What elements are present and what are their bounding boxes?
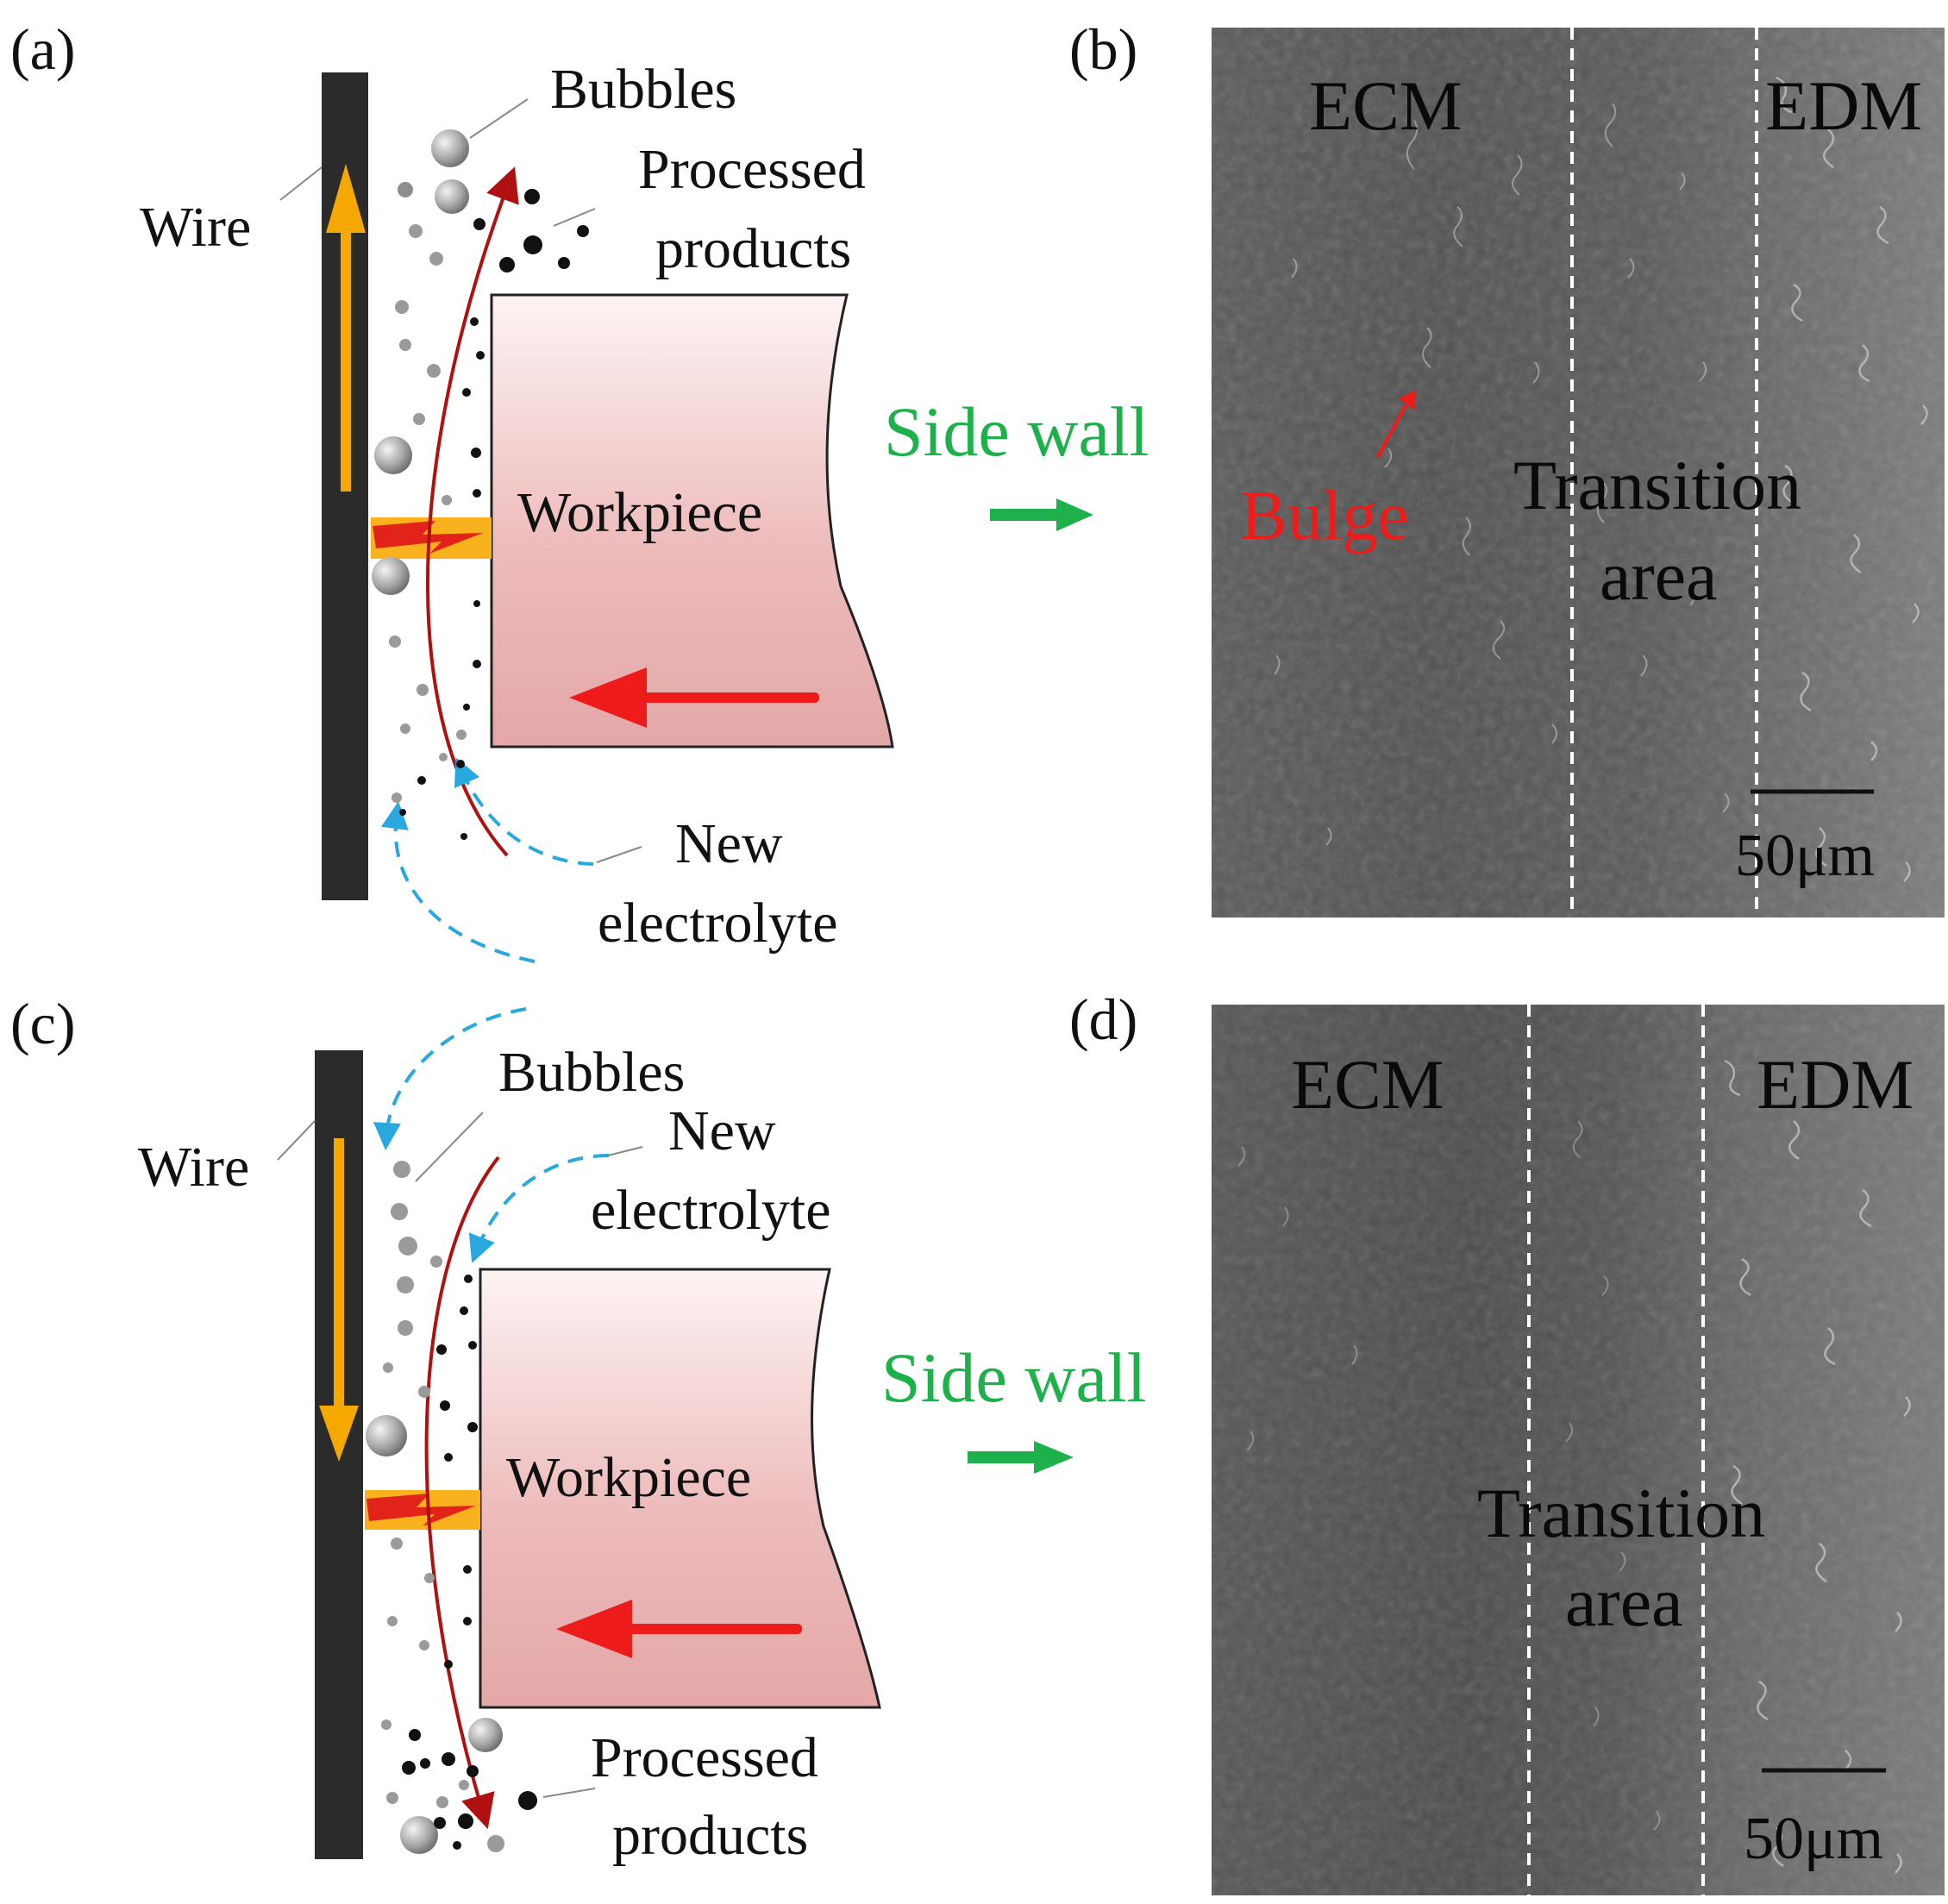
debris-flow-arrow [426, 166, 519, 857]
wire-label-bottom: Wire [138, 1136, 249, 1199]
processed-products-label-line2: products [655, 217, 851, 280]
workpiece-label-bottom: Workpiece [506, 1446, 751, 1509]
electrolyte-inflow-arrow-top [381, 801, 536, 963]
sem-bottom-transition-line2: area [1565, 1563, 1683, 1641]
workpiece-block-bottom [479, 1268, 881, 1709]
panel-a-label: (a) [10, 16, 75, 82]
bubbles-cluster [372, 129, 469, 803]
new-electrolyte-label-line2: electrolyte [598, 892, 838, 955]
processed-products-bottom-line1: Processed [591, 1726, 818, 1789]
wire-down-arrow-icon [319, 1138, 359, 1462]
new-electrolyte-bottom-line1: New [668, 1099, 776, 1162]
debris-particles-bottom [402, 1275, 537, 1850]
sem-texture-bottom [1237, 1120, 1661, 1831]
bubbles-label-bottom: Bubbles [498, 1041, 685, 1104]
electrolyte-inflow-arrow-bottom-top [373, 1007, 527, 1150]
new-electrolyte-bottom-line2: electrolyte [591, 1179, 831, 1242]
panel-b-label: (b) [1069, 16, 1137, 82]
debris-particles [399, 189, 589, 840]
bubbles-label: Bubbles [550, 58, 736, 121]
sem-bottom-edm-label: EDM [1757, 1045, 1914, 1124]
workpiece-block [490, 293, 894, 748]
sem-top-scale-label: 50μm [1735, 823, 1875, 889]
bubbles-cluster-bottom [366, 1161, 504, 1854]
side-wall-label: Side wall [884, 392, 1149, 471]
electrolyte-inflow-arrow-bottom-side [468, 1154, 610, 1263]
sem-bottom-ecm-label: ECM [1291, 1045, 1444, 1124]
sem-texture-top-edm [1776, 76, 1928, 882]
bulge-arrow-icon [1376, 390, 1416, 458]
new-electrolyte-label-line1: New [675, 812, 783, 875]
sem-bottom-transition-line1: Transition [1477, 1474, 1765, 1552]
sem-top-ecm-label: ECM [1309, 66, 1463, 145]
side-wall-arrow-bottom-icon [968, 1441, 1074, 1474]
sem-bottom-scale-label: 50μm [1744, 1806, 1883, 1872]
wire-label: Wire [140, 196, 251, 259]
electrolyte-inflow-arrow-side [454, 757, 594, 866]
sem-top-edm-label: EDM [1765, 66, 1922, 145]
panel-c: (c) Workpiece [10, 991, 1146, 1867]
bulge-label: Bulge [1240, 476, 1409, 554]
sem-top-transition-line2: area [1600, 536, 1718, 615]
panel-d-label: (d) [1069, 986, 1137, 1052]
spark-discharge-icon [371, 517, 492, 559]
side-wall-label-bottom: Side wall [881, 1338, 1146, 1417]
panel-d: (d) [1069, 986, 1945, 1895]
debris-flow-arrow-bottom [424, 1156, 500, 1830]
panel-b: (b) [1069, 16, 1945, 918]
side-wall-arrow-icon [990, 498, 1093, 531]
feed-direction-arrow-bottom-icon [556, 1600, 802, 1658]
workpiece-label: Workpiece [517, 481, 762, 544]
feed-direction-arrow-icon [569, 667, 819, 728]
sem-top-transition-line1: Transition [1513, 446, 1801, 524]
wire-up-arrow-icon [326, 164, 366, 492]
sem-texture-top [1274, 103, 1730, 846]
processed-products-label-line1: Processed [638, 138, 866, 201]
sem-texture-bottom-edm [1724, 1059, 1911, 1874]
processed-products-bottom-line2: products [612, 1804, 808, 1867]
panel-a: (a) Workpiece [10, 16, 1149, 963]
spark-discharge-bottom-icon [365, 1490, 480, 1530]
panel-c-label: (c) [10, 991, 75, 1056]
